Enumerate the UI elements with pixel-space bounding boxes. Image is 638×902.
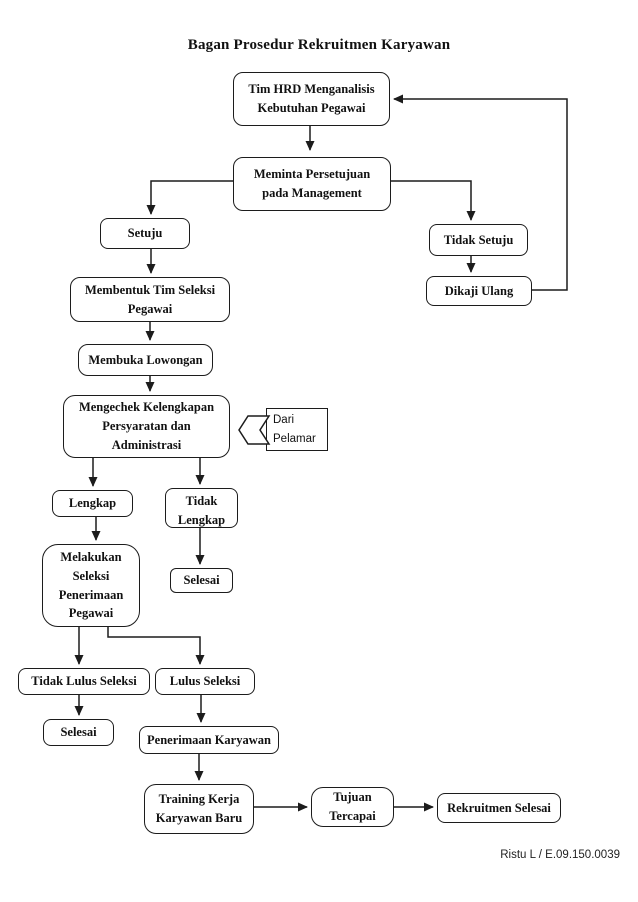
arrow-meminta-to-setuju [146,180,233,215]
footer-credit: Ristu L / E.09.150.0039 [500,849,620,861]
node-training-kerja: Training Kerja Karyawan Baru [144,784,254,834]
node-tidak-lengkap: Tidak Lengkap [165,488,238,528]
node-lengkap: Lengkap [52,490,133,517]
node-lulus-seleksi: Lulus Seleksi [155,668,255,695]
page-title: Bagan Prosedur Rekruitmen Karyawan [187,37,451,53]
arrow-dikaji-to-timhrd-feedback [393,94,568,291]
arrow-melakukan-to-lulus [107,627,205,665]
node-selesai-tidak-lulus: Selesai [43,719,114,746]
node-tidak-setuju: Tidak Setuju [429,224,528,256]
node-membuka-lowongan: Membuka Lowongan [78,344,213,376]
node-membentuk-tim: Membentuk Tim Seleksi Pegawai [70,277,230,322]
node-dikaji-ulang: Dikaji Ulang [426,276,532,306]
annotation-dari-pelamar: Dari Pelamar [266,408,328,451]
node-tujuan-tercapai: Tujuan Tercapai [311,787,394,827]
node-melakukan-seleksi: Melakukan Seleksi Penerimaan Pegawai [42,544,140,627]
chevron-left-icon [238,415,271,445]
node-tim-hrd: Tim HRD Menganalisis Kebutuhan Pegawai [233,72,390,126]
node-mengechek-kelengkapan: Mengechek Kelengkapan Persyaratan dan Ad… [63,395,230,458]
node-penerimaan-karyawan: Penerimaan Karyawan [139,726,279,754]
node-setuju: Setuju [100,218,190,249]
node-meminta-persetujuan: Meminta Persetujuan pada Management [233,157,391,211]
arrow-meminta-to-tidaksetuju [391,180,476,221]
node-rekruitmen-selesai: Rekruitmen Selesai [437,793,561,823]
node-selesai-tidak-lengkap: Selesai [170,568,233,593]
node-tidak-lulus-seleksi: Tidak Lulus Seleksi [18,668,150,695]
